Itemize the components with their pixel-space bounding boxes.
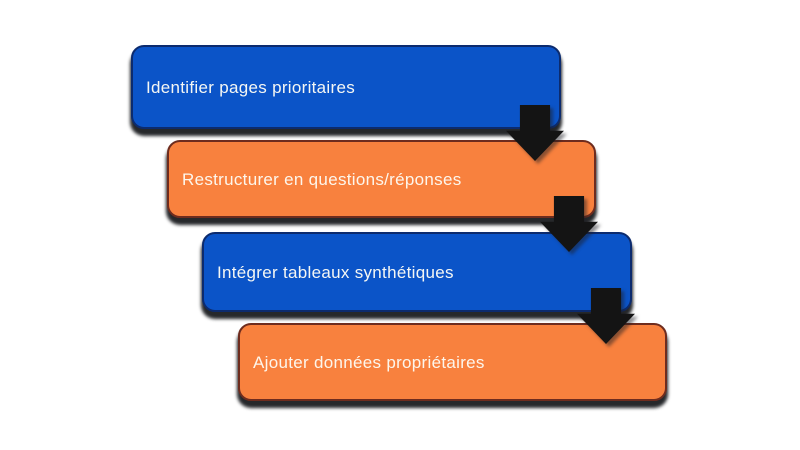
down-arrow-connector-2: [540, 196, 598, 252]
down-arrow-icon: [540, 196, 598, 252]
down-arrow-icon: [506, 105, 564, 161]
flow-step-4: Ajouter données propriétaires: [238, 323, 667, 401]
down-arrow-icon: [577, 288, 635, 344]
flow-step-4-label: Ajouter données propriétaires: [253, 352, 485, 372]
flow-step-1-label: Identifier pages prioritaires: [146, 77, 356, 97]
flow-step-3-label: Intégrer tableaux synthétiques: [217, 262, 454, 282]
flow-step-1: Identifier pages prioritaires: [131, 45, 561, 129]
down-arrow-connector-1: [506, 105, 564, 161]
flow-step-2: Restructurer en questions/réponses: [167, 140, 596, 218]
down-arrow-connector-3: [577, 288, 635, 344]
flow-step-3: Intégrer tableaux synthétiques: [202, 232, 632, 312]
flow-step-2-label: Restructurer en questions/réponses: [182, 169, 462, 189]
